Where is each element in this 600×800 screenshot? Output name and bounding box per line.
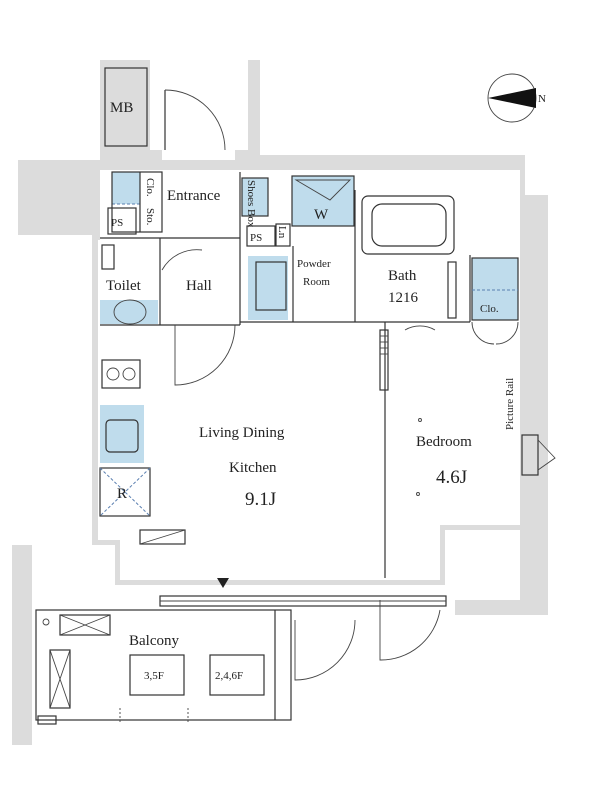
mb-label: MB — [110, 100, 133, 116]
compass: N — [487, 73, 546, 123]
living-dining-kitchen: Living Dining Kitchen 9.1J — [199, 425, 285, 588]
entrance-door — [164, 89, 226, 151]
ps2-label: PS — [250, 232, 262, 244]
entrance-area: PS Clo. Sto. Entrance Shoes Box — [107, 171, 269, 235]
ldk-size: 9.1J — [245, 489, 276, 510]
balcony: Balcony 3,5F 2,4,6F — [35, 600, 441, 725]
fridge-label: R — [117, 486, 127, 502]
interior-walls — [100, 172, 471, 578]
ldk-label-2: Kitchen — [229, 460, 277, 476]
clo-entry-label: Clo. — [144, 178, 156, 197]
picture-rail: Picture Rail — [504, 378, 516, 430]
washer-label: W — [314, 207, 329, 223]
toilet-room: Toilet — [100, 244, 203, 325]
bedroom-size: 4.6J — [436, 467, 467, 488]
bath-label: Bath — [388, 268, 417, 284]
exterior-walls — [12, 60, 548, 745]
balcony-label: Balcony — [129, 633, 179, 649]
bedroom-label: Bedroom — [416, 434, 472, 450]
mb-area: MB — [104, 67, 148, 147]
kitchen-fixtures: R — [99, 359, 186, 545]
powder-room-label-1: Powder — [297, 258, 331, 270]
hall-area: Hall — [174, 278, 236, 386]
shoes-box-label: Shoes Box — [245, 180, 257, 228]
sto-label: Sto. — [144, 208, 156, 226]
powder-room-label-2: Room — [303, 276, 330, 288]
bedroom-closet: Clo. — [471, 257, 519, 345]
bedroom: Bedroom 4.6J — [416, 418, 556, 496]
hall-label: Hall — [186, 278, 212, 294]
utility-area: W PS Ln — [246, 175, 355, 247]
hatch-3-5f: 3,5F — [144, 670, 164, 682]
south-window — [159, 595, 447, 607]
bedroom-sliding-door — [379, 325, 436, 391]
powder-room: Powder Room — [248, 256, 331, 320]
entrance-label: Entrance — [167, 188, 221, 204]
ps1-label: PS — [111, 217, 123, 229]
compass-north-label: N — [538, 93, 546, 105]
bath-size: 1216 — [388, 290, 419, 306]
ln-label: Ln — [276, 226, 288, 239]
bath-room: Bath 1216 — [361, 195, 457, 319]
picture-rail-label: Picture Rail — [504, 378, 516, 430]
toilet-label: Toilet — [106, 278, 142, 294]
ldk-label-1: Living Dining — [199, 425, 285, 441]
hatch-2-4-6f: 2,4,6F — [215, 670, 243, 682]
clo-bedroom-label: Clo. — [480, 303, 499, 315]
